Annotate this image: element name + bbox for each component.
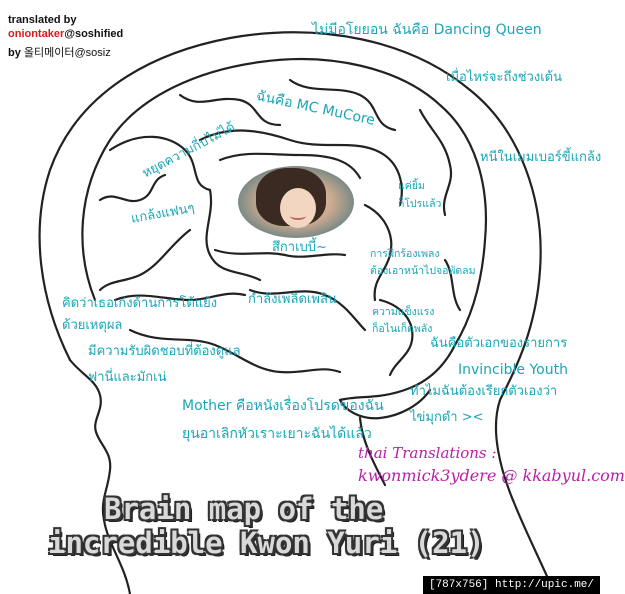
label-mother-1: Mother คือหนังเรื่องโปรดของฉัน xyxy=(182,398,384,414)
label-when-dance: เมื่อไหร่จะถึงช่วงเต้น xyxy=(446,70,562,85)
label-thats-it: ก็โปรแล้ว xyxy=(398,198,442,210)
head-outline xyxy=(38,31,557,594)
brain-outline xyxy=(81,57,487,402)
credit-source-name: 올티메이터@sosiz xyxy=(23,47,111,59)
label-strong-1: ความแข็งแรง xyxy=(372,306,435,318)
thai-translation-header: thai Translations : xyxy=(358,444,497,462)
label-just-smile: แค่ยิ้ม xyxy=(398,180,425,192)
credit-source: by 올티메이터@sosiz xyxy=(8,44,111,60)
label-practice-song: การฝึกร้องเพลง xyxy=(370,248,440,260)
label-why-call-1: ทำไมฉันต้องเรียกตัวเองว่า xyxy=(410,384,558,399)
credit-translated-by: translated by xyxy=(8,14,76,26)
label-enjoying: กำลังเพลิดเพลิน xyxy=(248,292,337,307)
label-argue-2: ด้วยเหตุผล xyxy=(62,318,123,333)
photo-smile xyxy=(290,212,306,220)
credit-translator-name: oniontaker xyxy=(8,28,65,40)
label-responsible-2: ฟานี่และมักเน่ xyxy=(88,370,167,385)
label-hide-member: หนีในเมมเบอร์ขี้แกล้ง xyxy=(480,150,602,165)
thai-translation-name: kwonmick3ydere @ kkabyul.com xyxy=(358,466,625,485)
image-host-watermark: [787x756] http://upic.me/ xyxy=(422,576,600,594)
brain-head-drawing xyxy=(38,31,557,594)
credit-translator-site: @soshified xyxy=(64,28,124,40)
cerebellum xyxy=(338,388,432,420)
photo-face xyxy=(280,188,316,228)
label-main-char: ฉันคือตัวเอกของรายการ xyxy=(430,336,568,351)
label-responsible-1: มีความรับผิดชอบที่ต้องดูแล xyxy=(88,344,241,359)
profile-photo xyxy=(238,166,354,238)
brain-stem xyxy=(358,416,387,487)
label-argue-1: คิดว่าเธอเก่งด้านการโต้แย้ง xyxy=(62,296,218,311)
label-invincible: Invincible Youth xyxy=(458,362,568,378)
label-strong-2: ก็อไนเก็ดพลัง xyxy=(372,323,433,335)
label-why-call-2: ไข่มุกดำ >< xyxy=(410,410,484,425)
credit-source-by: by xyxy=(8,47,21,59)
label-cute: สึกาเบบี้~ xyxy=(272,240,327,255)
credit-translator: oniontaker@soshified xyxy=(8,28,123,40)
label-dancing-queen: ไม่มีอโยยอน ฉันคือ Dancing Queen xyxy=(312,22,542,38)
title-line-1: Brain map of the xyxy=(104,492,384,526)
title-line-2: incredible Kwon Yuri (21) xyxy=(48,526,485,560)
credit-line1: translated by xyxy=(8,14,77,26)
face-profile xyxy=(68,358,132,594)
label-dance-fan: ต้องเอาหน้าไปจอพัดลม xyxy=(370,265,476,277)
label-mother-2: ยุนอาเลิกหัวเราะเยาะฉันได้แล้ว xyxy=(182,426,372,442)
